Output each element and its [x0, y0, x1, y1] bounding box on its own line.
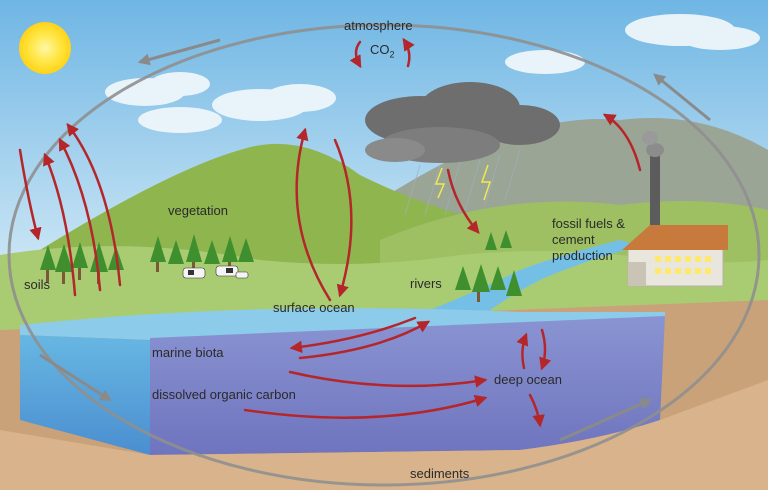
river [430, 240, 640, 318]
cycle-ellipse [7, 23, 761, 487]
label-atmosphere: atmosphere [344, 18, 413, 33]
ocean-surface [20, 308, 665, 340]
label-dissolved-organic-carbon: dissolved organic carbon [152, 387, 296, 402]
label-fossil-fuels: fossil fuels & cement production [552, 216, 662, 264]
factory [622, 131, 728, 287]
label-fossil-fuels-line3: production [552, 248, 613, 263]
cows [182, 265, 249, 279]
lightning [434, 164, 492, 201]
sun [19, 22, 71, 74]
label-deep-ocean: deep ocean [494, 372, 562, 387]
label-surface-ocean: surface ocean [273, 300, 355, 315]
label-soils: soils [24, 277, 51, 292]
rain [404, 149, 521, 216]
label-vegetation: vegetation [168, 203, 228, 218]
sediment-layer [0, 380, 768, 490]
label-co2: CO2 [370, 42, 395, 63]
label-rivers: rivers [410, 276, 442, 291]
cycle-arrowheads [39, 38, 711, 442]
label-sediments: sediments [410, 466, 470, 481]
storm-cloud [365, 82, 560, 163]
flux-arrows [18, 37, 642, 428]
label-co2-main: CO [370, 42, 390, 57]
trees [40, 230, 522, 296]
label-marine-biota: marine biota [152, 345, 224, 360]
label-co2-subscript: 2 [389, 49, 395, 60]
white-clouds [105, 14, 760, 133]
label-fossil-fuels-line1: fossil fuels & [552, 216, 625, 231]
label-fossil-fuels-line2: cement [552, 232, 595, 247]
